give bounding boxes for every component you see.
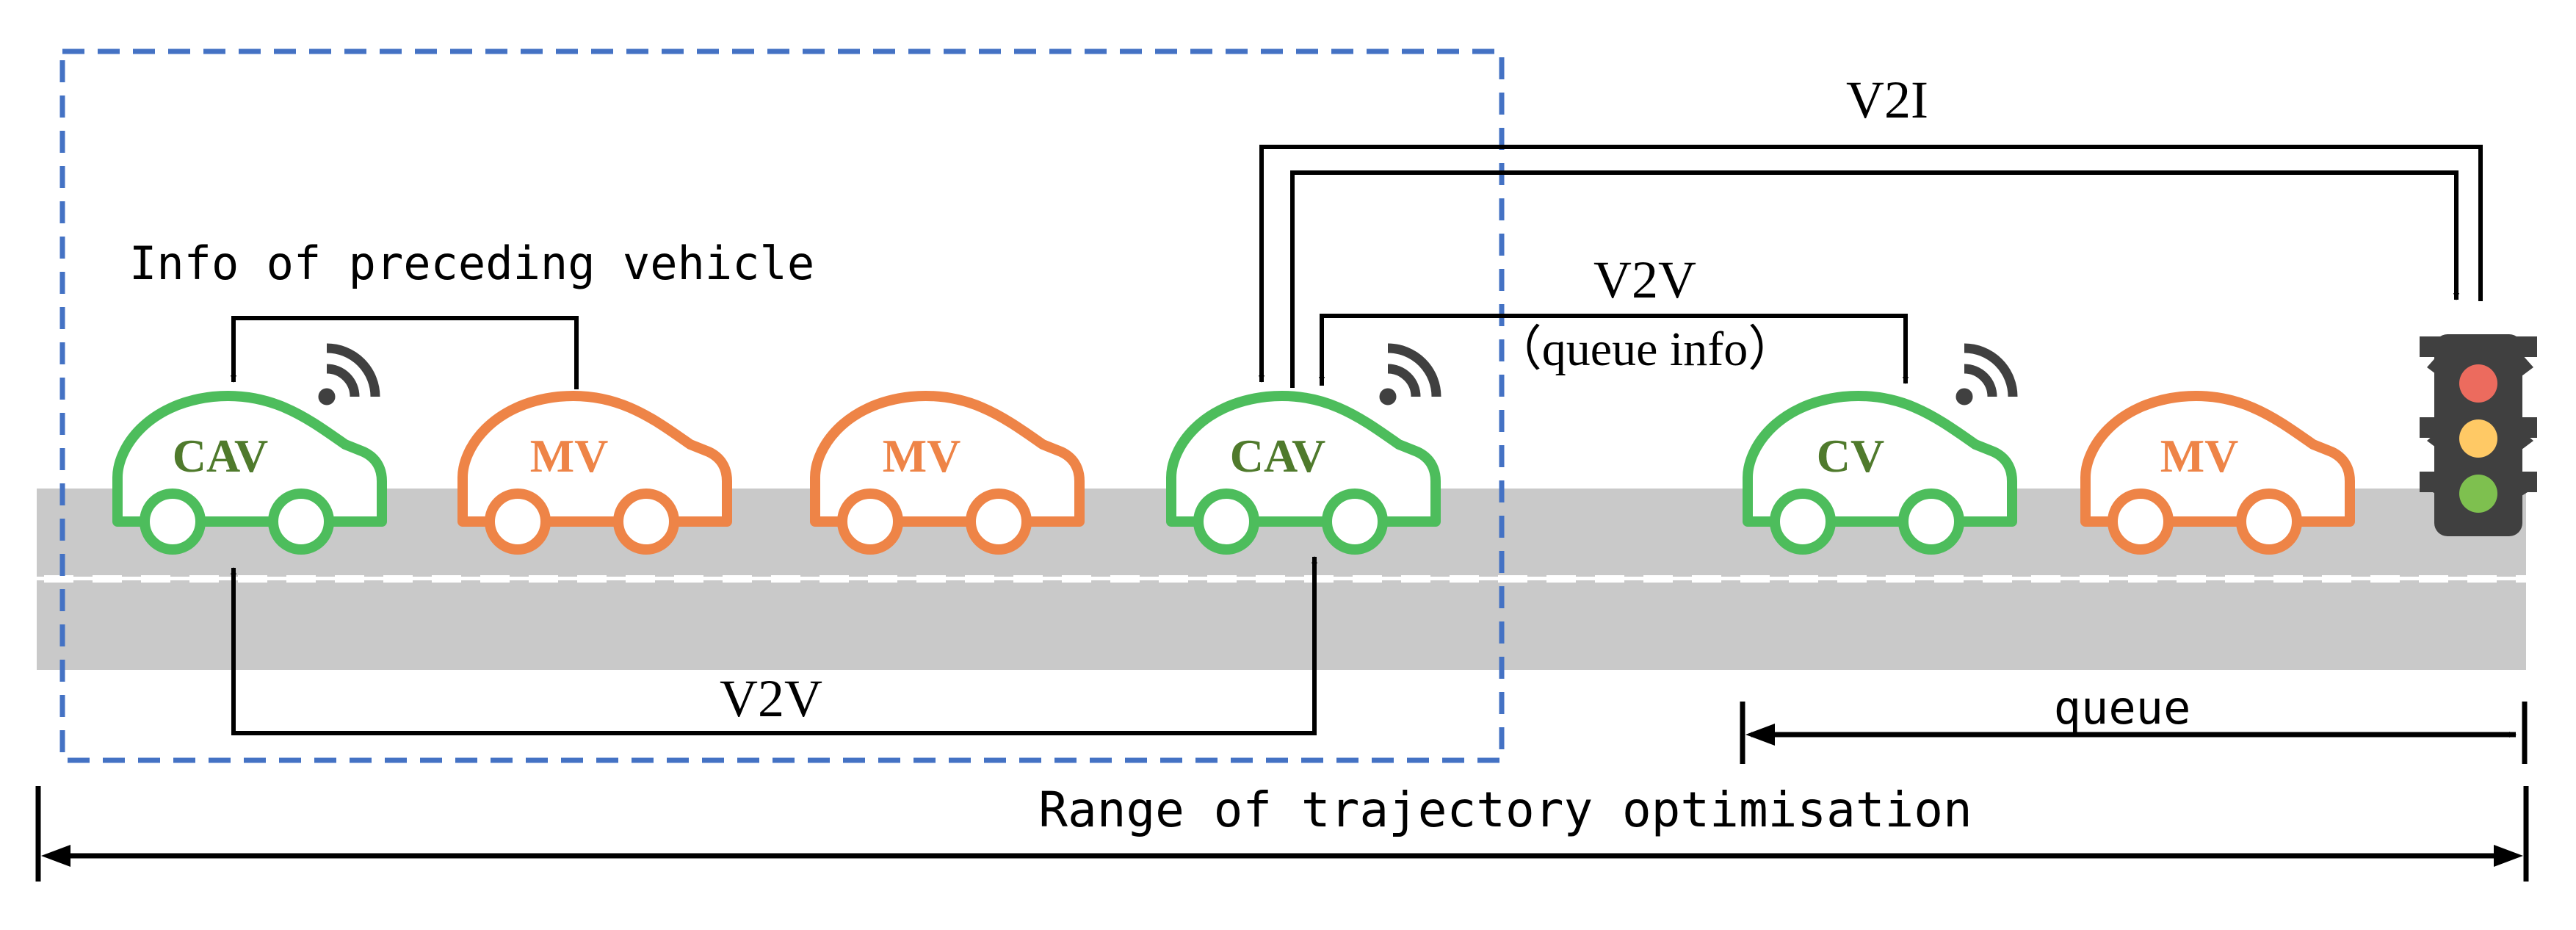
info-preceding-arrow bbox=[231, 316, 579, 389]
vehicle-cav-1: CAV bbox=[117, 396, 382, 549]
vehicle-mv-1: MV bbox=[463, 396, 727, 549]
queue-info-label: （queue info） bbox=[1494, 322, 1796, 376]
vehicle-mv-2: MV bbox=[815, 396, 1079, 549]
v2v-bottom-arrow-left bbox=[231, 567, 587, 735]
v2v-top-label: V2V bbox=[1593, 250, 1696, 309]
range-arrow-right-head bbox=[2494, 845, 2523, 867]
vehicle-label: MV bbox=[883, 430, 961, 482]
yellow-light bbox=[2459, 419, 2497, 458]
v2v-bottom-arrow-right bbox=[587, 556, 1317, 735]
vehicle-label: MV bbox=[2160, 430, 2239, 482]
v2i-arrow-to-signal bbox=[1290, 170, 2459, 388]
vehicle-mv-3: MV bbox=[2085, 396, 2350, 549]
info-preceding-label: Info of preceding vehicle bbox=[129, 237, 814, 290]
vehicle-cv: CV bbox=[1748, 396, 2012, 549]
road-lane-lower bbox=[37, 580, 2526, 670]
vehicle-label: MV bbox=[530, 430, 609, 482]
wireless-icon bbox=[319, 348, 375, 405]
red-light bbox=[2459, 364, 2497, 403]
v2i-label: V2I bbox=[1846, 71, 1928, 129]
wireless-icon bbox=[1380, 348, 1436, 405]
traffic-light-icon bbox=[2420, 334, 2537, 536]
queue-label: queue bbox=[2054, 681, 2191, 735]
wireless-icon bbox=[1956, 348, 2013, 405]
v2v-bottom-label: V2V bbox=[720, 669, 822, 728]
vehicle-label: CAV bbox=[1230, 430, 1325, 482]
vehicle-cav-2: CAV bbox=[1171, 396, 1436, 549]
range-arrow-left-head bbox=[41, 845, 70, 867]
queue-arrow-left-head bbox=[1745, 724, 1775, 746]
v2i-arrow-to-vehicle bbox=[1259, 145, 2483, 383]
vehicle-label: CV bbox=[1817, 430, 1884, 482]
control-region-box bbox=[59, 48, 1505, 763]
green-light bbox=[2459, 475, 2497, 513]
range-label: Range of trajectory optimisation bbox=[1038, 782, 1972, 838]
vehicle-label: CAV bbox=[173, 430, 268, 482]
